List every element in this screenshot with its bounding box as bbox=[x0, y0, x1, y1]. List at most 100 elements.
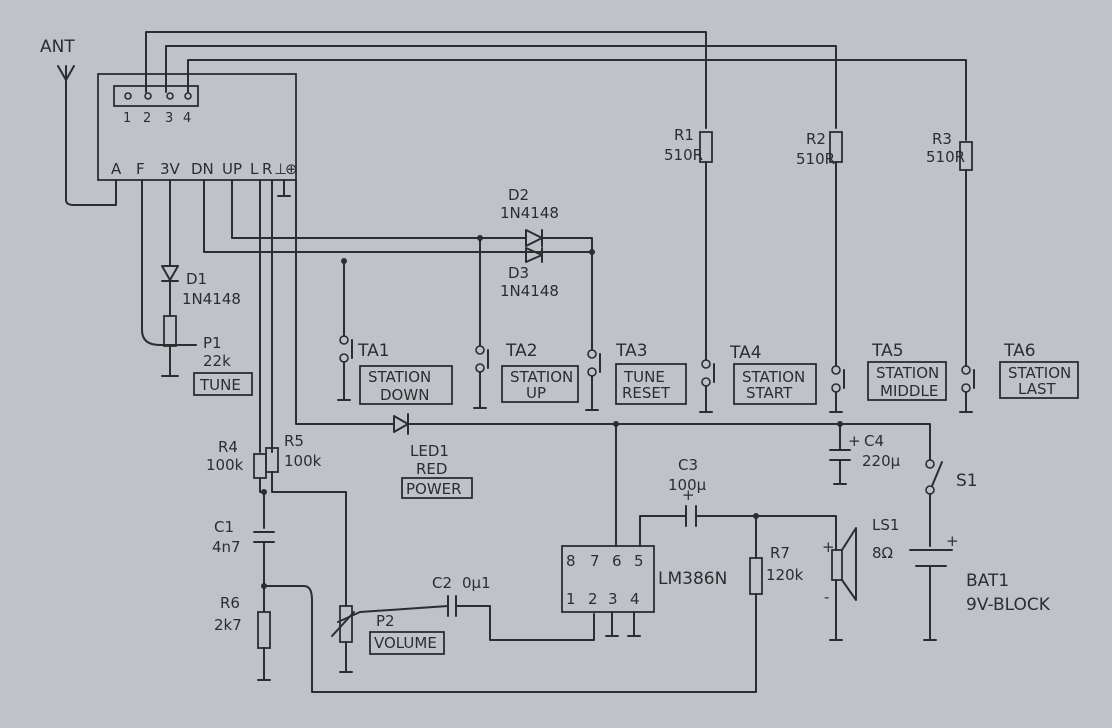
ic-pin-2: 2 bbox=[588, 590, 598, 608]
bat-plus: + bbox=[946, 532, 959, 550]
module-pin-gnd: ⊥ bbox=[274, 160, 287, 178]
ic-lm386: 8 7 6 5 1 2 3 4 LM386N bbox=[561, 515, 727, 637]
r3-value: 510R bbox=[926, 148, 965, 166]
speaker-ls1: + - LS1 8Ω bbox=[822, 516, 899, 641]
d2-ref: D2 bbox=[508, 186, 529, 204]
r4-ref: R4 bbox=[218, 438, 238, 456]
c4-value: 220µ bbox=[862, 452, 901, 470]
d1-ref: D1 bbox=[186, 270, 207, 288]
p1-function: TUNE bbox=[199, 376, 241, 394]
station-wires bbox=[145, 31, 967, 141]
d1-value: 1N4148 bbox=[182, 290, 241, 308]
p1-value: 22k bbox=[203, 352, 231, 370]
led1-color: RED bbox=[416, 460, 447, 478]
ta5-line1: STATION bbox=[876, 364, 939, 382]
bat1-ref: BAT1 bbox=[966, 571, 1009, 591]
c4-plus: + bbox=[848, 432, 861, 450]
tune-circuit: D1 1N4148 P1 22k TUNE bbox=[141, 179, 253, 396]
led1-ref: LED1 bbox=[410, 442, 449, 460]
ic-pin-5: 5 bbox=[634, 552, 644, 570]
r1-ref: R1 bbox=[674, 126, 694, 144]
ls1-ref: LS1 bbox=[872, 516, 899, 534]
ta6-line1: STATION bbox=[1008, 364, 1071, 382]
ta5-ref: TA5 bbox=[871, 341, 904, 361]
bat1-value: 9V-BLOCK bbox=[966, 595, 1051, 615]
ic-pin-7: 7 bbox=[590, 552, 600, 570]
r6-value: 2k7 bbox=[214, 616, 242, 634]
button-ta2: TA2 STATION UP bbox=[473, 341, 579, 409]
ta1-line2: DOWN bbox=[380, 386, 429, 404]
button-ta4: TA4 STATION START bbox=[699, 343, 817, 413]
module-pin-l: L bbox=[250, 160, 259, 178]
c2-ref: C2 bbox=[432, 574, 452, 592]
module-pin-r: R bbox=[262, 160, 272, 178]
r4-value: 100k bbox=[206, 456, 244, 474]
module-pin-2: 2 bbox=[143, 111, 151, 126]
c3-ref: C3 bbox=[678, 456, 698, 474]
ta6-line2: LAST bbox=[1018, 380, 1056, 398]
r6-ref: R6 bbox=[220, 594, 240, 612]
c2-value: 0µ1 bbox=[462, 574, 491, 592]
p1-ref: P1 bbox=[203, 334, 222, 352]
battery-bat1: + BAT1 9V-BLOCK bbox=[909, 532, 1051, 641]
ic-pin-8: 8 bbox=[566, 552, 576, 570]
ta3-ref: TA3 bbox=[615, 341, 648, 361]
c1-ref: C1 bbox=[214, 518, 234, 536]
module-pin-a: A bbox=[111, 160, 122, 178]
r7-ref: R7 bbox=[770, 544, 790, 562]
ta2-line1: STATION bbox=[510, 368, 573, 386]
button-ta5: TA5 STATION MIDDLE bbox=[829, 341, 947, 413]
pot-volume: P2 VOLUME bbox=[331, 605, 449, 673]
ta3-line1: TUNE bbox=[623, 368, 665, 386]
p2-ref: P2 bbox=[376, 612, 395, 630]
s1-ref: S1 bbox=[956, 471, 978, 491]
ic-pin-3: 3 bbox=[608, 590, 618, 608]
ta3-line2: RESET bbox=[622, 384, 671, 402]
capacitor-c3: + C3 100µ bbox=[668, 456, 837, 551]
r3-ref: R3 bbox=[932, 130, 952, 148]
ta2-line2: UP bbox=[526, 384, 546, 402]
switch-s1: S1 bbox=[925, 459, 978, 547]
antenna: ANT bbox=[40, 37, 117, 206]
ta4-line1: STATION bbox=[742, 368, 805, 386]
ic-name: LM386N bbox=[658, 569, 727, 589]
r2-ref: R2 bbox=[806, 130, 826, 148]
module-pin-up: UP bbox=[222, 160, 242, 178]
ic-pin-1: 1 bbox=[566, 590, 576, 608]
r7-value: 120k bbox=[766, 566, 804, 584]
r5-value: 100k bbox=[284, 452, 322, 470]
ta2-ref: TA2 bbox=[505, 341, 538, 361]
c1-value: 4n7 bbox=[212, 538, 241, 556]
resistor-r1: R1 510R bbox=[664, 126, 713, 361]
p2-function: VOLUME bbox=[374, 634, 437, 652]
power-rail: LED1 RED POWER bbox=[295, 179, 931, 547]
capacitor-c4: + C4 220µ bbox=[829, 423, 901, 485]
ta4-line2: START bbox=[746, 384, 793, 402]
audio-mixer: R4 100k R5 100k bbox=[206, 179, 347, 607]
ta6-ref: TA6 bbox=[1003, 341, 1036, 361]
ls1-minus: - bbox=[824, 588, 829, 606]
ic-pin-4: 4 bbox=[630, 590, 640, 608]
capacitor-c1: C1 4n7 bbox=[212, 518, 275, 589]
d2-value: 1N4148 bbox=[500, 204, 559, 222]
resistor-r7: R7 120k bbox=[749, 515, 804, 595]
resistor-r3: R3 510R bbox=[926, 130, 973, 367]
resistor-r6: R6 2k7 bbox=[214, 585, 757, 693]
r2-value: 510R bbox=[796, 150, 835, 168]
module-pin-dn: DN bbox=[191, 160, 214, 178]
r1-value: 510R bbox=[664, 146, 703, 164]
c3-value: 100µ bbox=[668, 476, 707, 494]
module-pin-3: 3 bbox=[165, 111, 173, 126]
button-ta3: TA3 TUNE RESET bbox=[585, 341, 687, 411]
module-connector bbox=[113, 85, 199, 107]
r5-ref: R5 bbox=[284, 432, 304, 450]
radio-module: 1 2 3 4 A F 3V DN UP L R ⊥ ⊕ bbox=[97, 73, 298, 181]
ta4-ref: TA4 bbox=[729, 343, 762, 363]
module-pin-1: 1 bbox=[123, 111, 131, 126]
module-outline bbox=[97, 73, 297, 181]
ls1-plus: + bbox=[822, 538, 835, 556]
d3-ref: D3 bbox=[508, 264, 529, 282]
module-pin-vcc: ⊕ bbox=[285, 160, 298, 178]
module-pin-f: F bbox=[136, 160, 145, 178]
